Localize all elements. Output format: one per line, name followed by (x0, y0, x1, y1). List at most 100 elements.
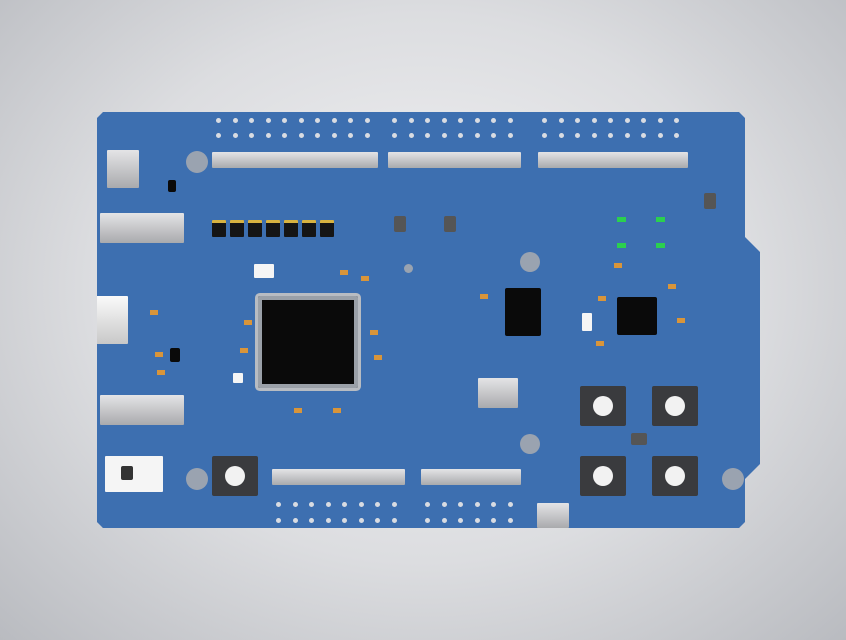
mounting-hole (520, 434, 540, 454)
via-hole (624, 118, 630, 123)
via-hole (641, 118, 646, 123)
via-hole (309, 502, 314, 507)
via-hole (657, 118, 663, 123)
smd-capacitor (370, 330, 378, 335)
sensor-chip (617, 297, 657, 335)
via-hole (507, 518, 513, 523)
crystal (254, 264, 274, 278)
via-hole (298, 133, 304, 138)
smd-capacitor (598, 296, 606, 301)
push-button (580, 386, 626, 426)
via-hole (474, 518, 480, 523)
via-hole (674, 118, 679, 123)
via-hole (608, 133, 613, 138)
via-hole (474, 118, 480, 123)
via-hole (458, 118, 463, 123)
smd-capacitor (677, 318, 685, 323)
via-hole (375, 518, 380, 523)
via-hole (391, 502, 397, 507)
jumper-pin (248, 220, 262, 237)
smd-capacitor (150, 310, 158, 315)
status-led (617, 243, 626, 248)
via-hole (331, 118, 337, 123)
via-hole (408, 133, 414, 138)
regulator (394, 216, 406, 232)
jumper-pin (212, 220, 226, 237)
push-button (652, 386, 698, 426)
switch-knob (121, 466, 133, 480)
via-hole (364, 118, 370, 123)
via-hole (375, 502, 380, 507)
microcontroller-chip (258, 296, 358, 388)
status-led (617, 217, 626, 222)
mounting-hole (520, 252, 540, 272)
via-hole (408, 118, 414, 123)
smd-capacitor (614, 263, 622, 268)
right-angle-header (100, 395, 184, 425)
via-hole (608, 118, 613, 123)
icsp-header (505, 288, 541, 336)
mounting-hole (186, 468, 208, 490)
via-hole (342, 518, 347, 523)
via-hole (474, 133, 480, 138)
pin-header (388, 152, 521, 168)
via-hole (491, 118, 496, 123)
via-hole (558, 133, 564, 138)
smd-capacitor (294, 408, 302, 413)
usb-connector (97, 296, 128, 344)
via-hole (276, 518, 281, 523)
via-hole (441, 518, 447, 523)
smd-capacitor (157, 370, 165, 375)
via-hole (216, 133, 221, 138)
via-hole (507, 502, 513, 507)
via-hole (348, 118, 353, 123)
via-hole (425, 518, 430, 523)
transistor (168, 180, 176, 192)
regulator (444, 216, 456, 232)
via-hole (641, 133, 646, 138)
via-hole (282, 133, 287, 138)
via-hole (358, 518, 364, 523)
pin-header (272, 469, 405, 485)
via-hole (249, 118, 254, 123)
via-hole (491, 518, 496, 523)
via-hole (542, 118, 547, 123)
via-hole (474, 502, 480, 507)
via-hole (441, 502, 447, 507)
pin-header (421, 469, 521, 485)
dc-jack (537, 503, 569, 528)
slide-switch (105, 456, 163, 492)
jumper-pin (266, 220, 280, 237)
via-hole (292, 502, 298, 507)
mounting-hole (186, 151, 208, 173)
via-hole (657, 133, 663, 138)
pcb-board (97, 112, 760, 528)
via-hole (591, 118, 597, 123)
via-hole (558, 118, 564, 123)
smd-capacitor (240, 348, 248, 353)
push-button (580, 456, 626, 496)
via-hole (458, 518, 463, 523)
via-hole (342, 502, 347, 507)
via-hole (441, 133, 447, 138)
mounting-hole (404, 264, 413, 273)
via-hole (507, 133, 513, 138)
via-hole (298, 118, 304, 123)
via-hole (392, 118, 397, 123)
via-hole (491, 133, 496, 138)
via-hole (331, 133, 337, 138)
status-led (656, 217, 665, 222)
jumper-pin (320, 220, 334, 237)
via-hole (491, 502, 496, 507)
via-hole (458, 502, 463, 507)
via-hole (358, 502, 364, 507)
via-hole (232, 118, 238, 123)
jumper-pin (302, 220, 316, 237)
smd-capacitor (374, 355, 382, 360)
via-hole (425, 118, 430, 123)
via-hole (315, 118, 320, 123)
via-hole (216, 118, 221, 123)
smd-capacitor (596, 341, 604, 346)
debug-connector (478, 378, 518, 408)
via-hole (276, 502, 281, 507)
